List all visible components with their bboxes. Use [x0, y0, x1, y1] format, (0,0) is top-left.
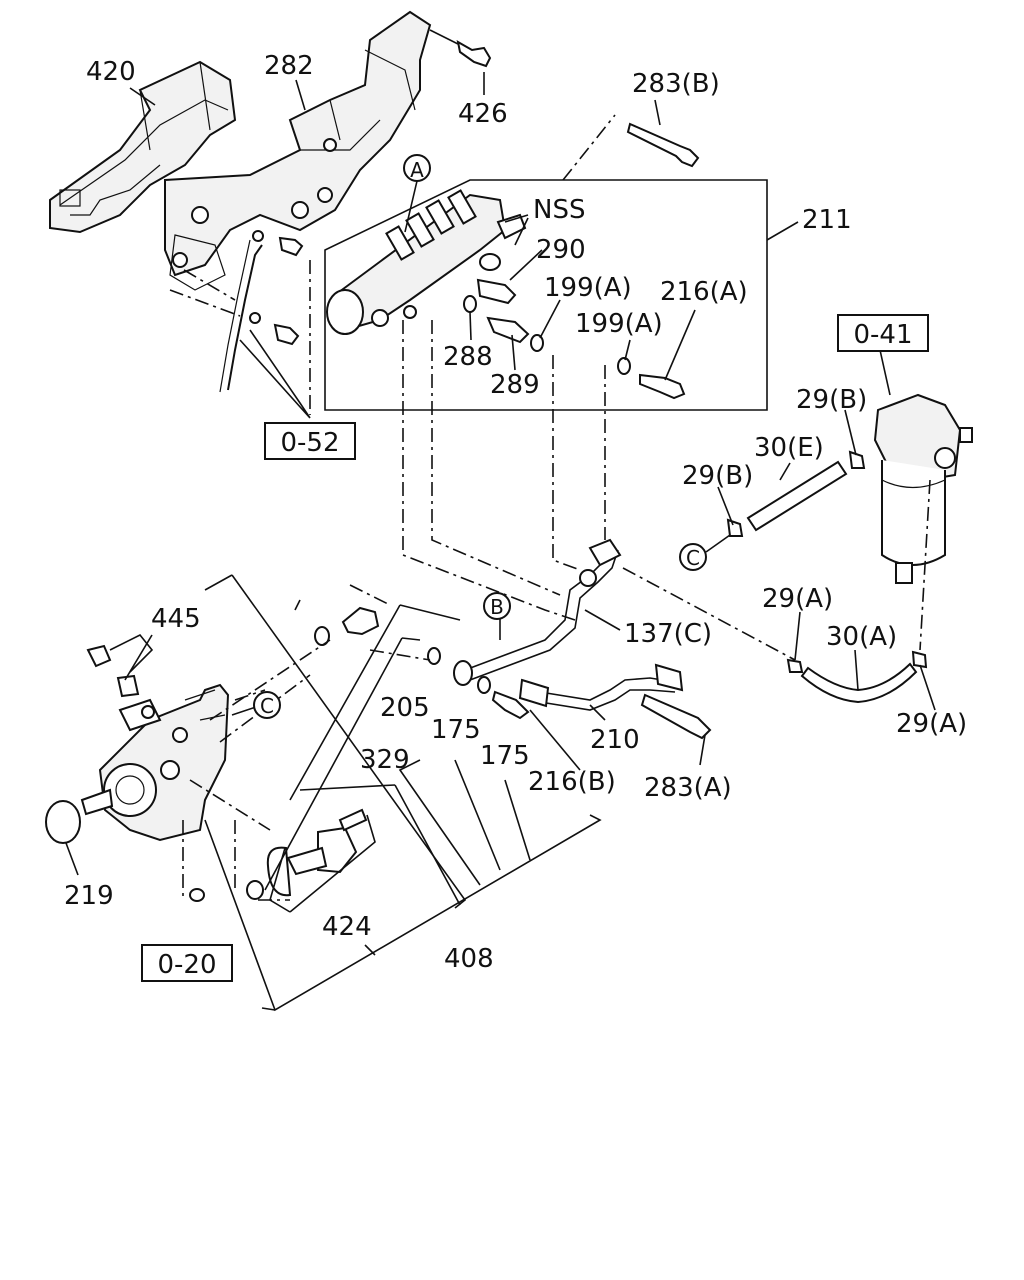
part-175-washer-1 — [427, 647, 441, 665]
marker-c-pump-label: C — [260, 694, 274, 718]
label-199a-1: 199(A) — [544, 273, 632, 303]
label-216a: 216(A) — [660, 277, 748, 307]
bracket-lines — [204, 574, 602, 1012]
label-329: 329 — [360, 745, 410, 775]
part-329-o-ring — [314, 626, 330, 646]
label-290: 290 — [536, 235, 586, 265]
bracket-rod — [219, 230, 304, 393]
label-210: 210 — [590, 725, 640, 755]
label-29a-2: 29(A) — [896, 709, 967, 739]
part-0-20-washer — [189, 888, 205, 902]
part-199a-washer-1 — [530, 334, 544, 352]
part-283a-bolt — [640, 693, 712, 740]
part-289-plug — [486, 316, 530, 344]
marker-a-label: A — [410, 158, 424, 182]
part-199a-washer-2 — [617, 357, 631, 375]
part-210-pipe — [518, 663, 684, 711]
connector-lines — [169, 260, 931, 901]
ref-label-0-41: 0-41 — [853, 320, 912, 350]
label-29b-2: 29(B) — [682, 461, 753, 491]
marker-c-pump: C — [253, 691, 281, 719]
ref-label-0-20: 0-20 — [157, 950, 216, 980]
marker-c-filter-label: C — [686, 546, 700, 570]
part-29a-clamp-1 — [786, 658, 804, 673]
label-424: 424 — [322, 912, 372, 942]
label-29b-1: 29(B) — [796, 385, 867, 415]
part-137c-pipe — [453, 538, 622, 686]
part-216a-bolt — [639, 373, 686, 400]
part-282-bracket — [164, 10, 432, 291]
common-rail — [326, 189, 527, 335]
fuel-filter — [873, 393, 973, 584]
part-216b-bolt — [491, 690, 530, 720]
label-29a-1: 29(A) — [762, 584, 833, 614]
label-283b: 283(B) — [632, 69, 720, 99]
ref-box-0-41[interactable]: 0-41 — [837, 314, 929, 352]
part-426-bolt — [429, 29, 492, 68]
label-219: 219 — [64, 881, 114, 911]
part-420-mount-bracket — [49, 60, 237, 234]
part-30a-hose — [800, 662, 918, 704]
label-211: 211 — [802, 205, 852, 235]
marker-a: A — [403, 154, 431, 233]
part-29b-clamp-2 — [726, 518, 744, 537]
label-445: 445 — [151, 604, 201, 634]
ref-box-0-20[interactable]: 0-20 — [141, 944, 233, 982]
part-29a-clamp-2 — [911, 650, 928, 669]
label-30e: 30(E) — [754, 433, 824, 463]
box-211-common-rail-assembly — [324, 179, 799, 411]
part-290-sensor — [476, 253, 517, 305]
marker-c-filter: C — [679, 534, 731, 571]
label-199a-2: 199(A) — [575, 309, 663, 339]
label-283a: 283(A) — [644, 773, 732, 803]
part-288-washer — [463, 295, 477, 313]
part-283b-bolt — [562, 114, 700, 181]
label-175-2: 175 — [480, 741, 530, 771]
marker-b: B — [483, 592, 511, 620]
ref-box-0-52[interactable]: 0-52 — [264, 422, 356, 460]
label-289: 289 — [490, 370, 540, 400]
part-445-fitting — [116, 674, 140, 698]
part-219-o-ring — [45, 800, 81, 844]
label-137c: 137(C) — [624, 619, 712, 649]
label-30a: 30(A) — [826, 622, 897, 652]
leader-lines — [65, 72, 936, 876]
label-282: 282 — [264, 51, 314, 81]
marker-b-label: B — [490, 595, 504, 619]
label-216b: 216(B) — [528, 767, 616, 797]
label-288: 288 — [443, 342, 493, 372]
part-205-connector — [341, 606, 380, 636]
part-424-valve — [246, 808, 368, 900]
part-445-bolt — [86, 644, 112, 668]
part-labels: 420 282 426 283(B) NSS 211 290 199(A) 21… — [64, 51, 967, 974]
label-408: 408 — [444, 944, 494, 974]
label-426: 426 — [458, 99, 508, 129]
label-205: 205 — [380, 693, 430, 723]
label-420: 420 — [86, 57, 136, 87]
part-30e-hose — [746, 460, 848, 532]
supply-pump — [80, 683, 230, 842]
label-175-1: 175 — [431, 715, 481, 745]
ref-label-0-52: 0-52 — [280, 428, 339, 458]
label-nss: NSS — [533, 195, 585, 225]
part-29b-clamp-1 — [848, 450, 866, 469]
part-175-washer-2 — [477, 676, 491, 694]
